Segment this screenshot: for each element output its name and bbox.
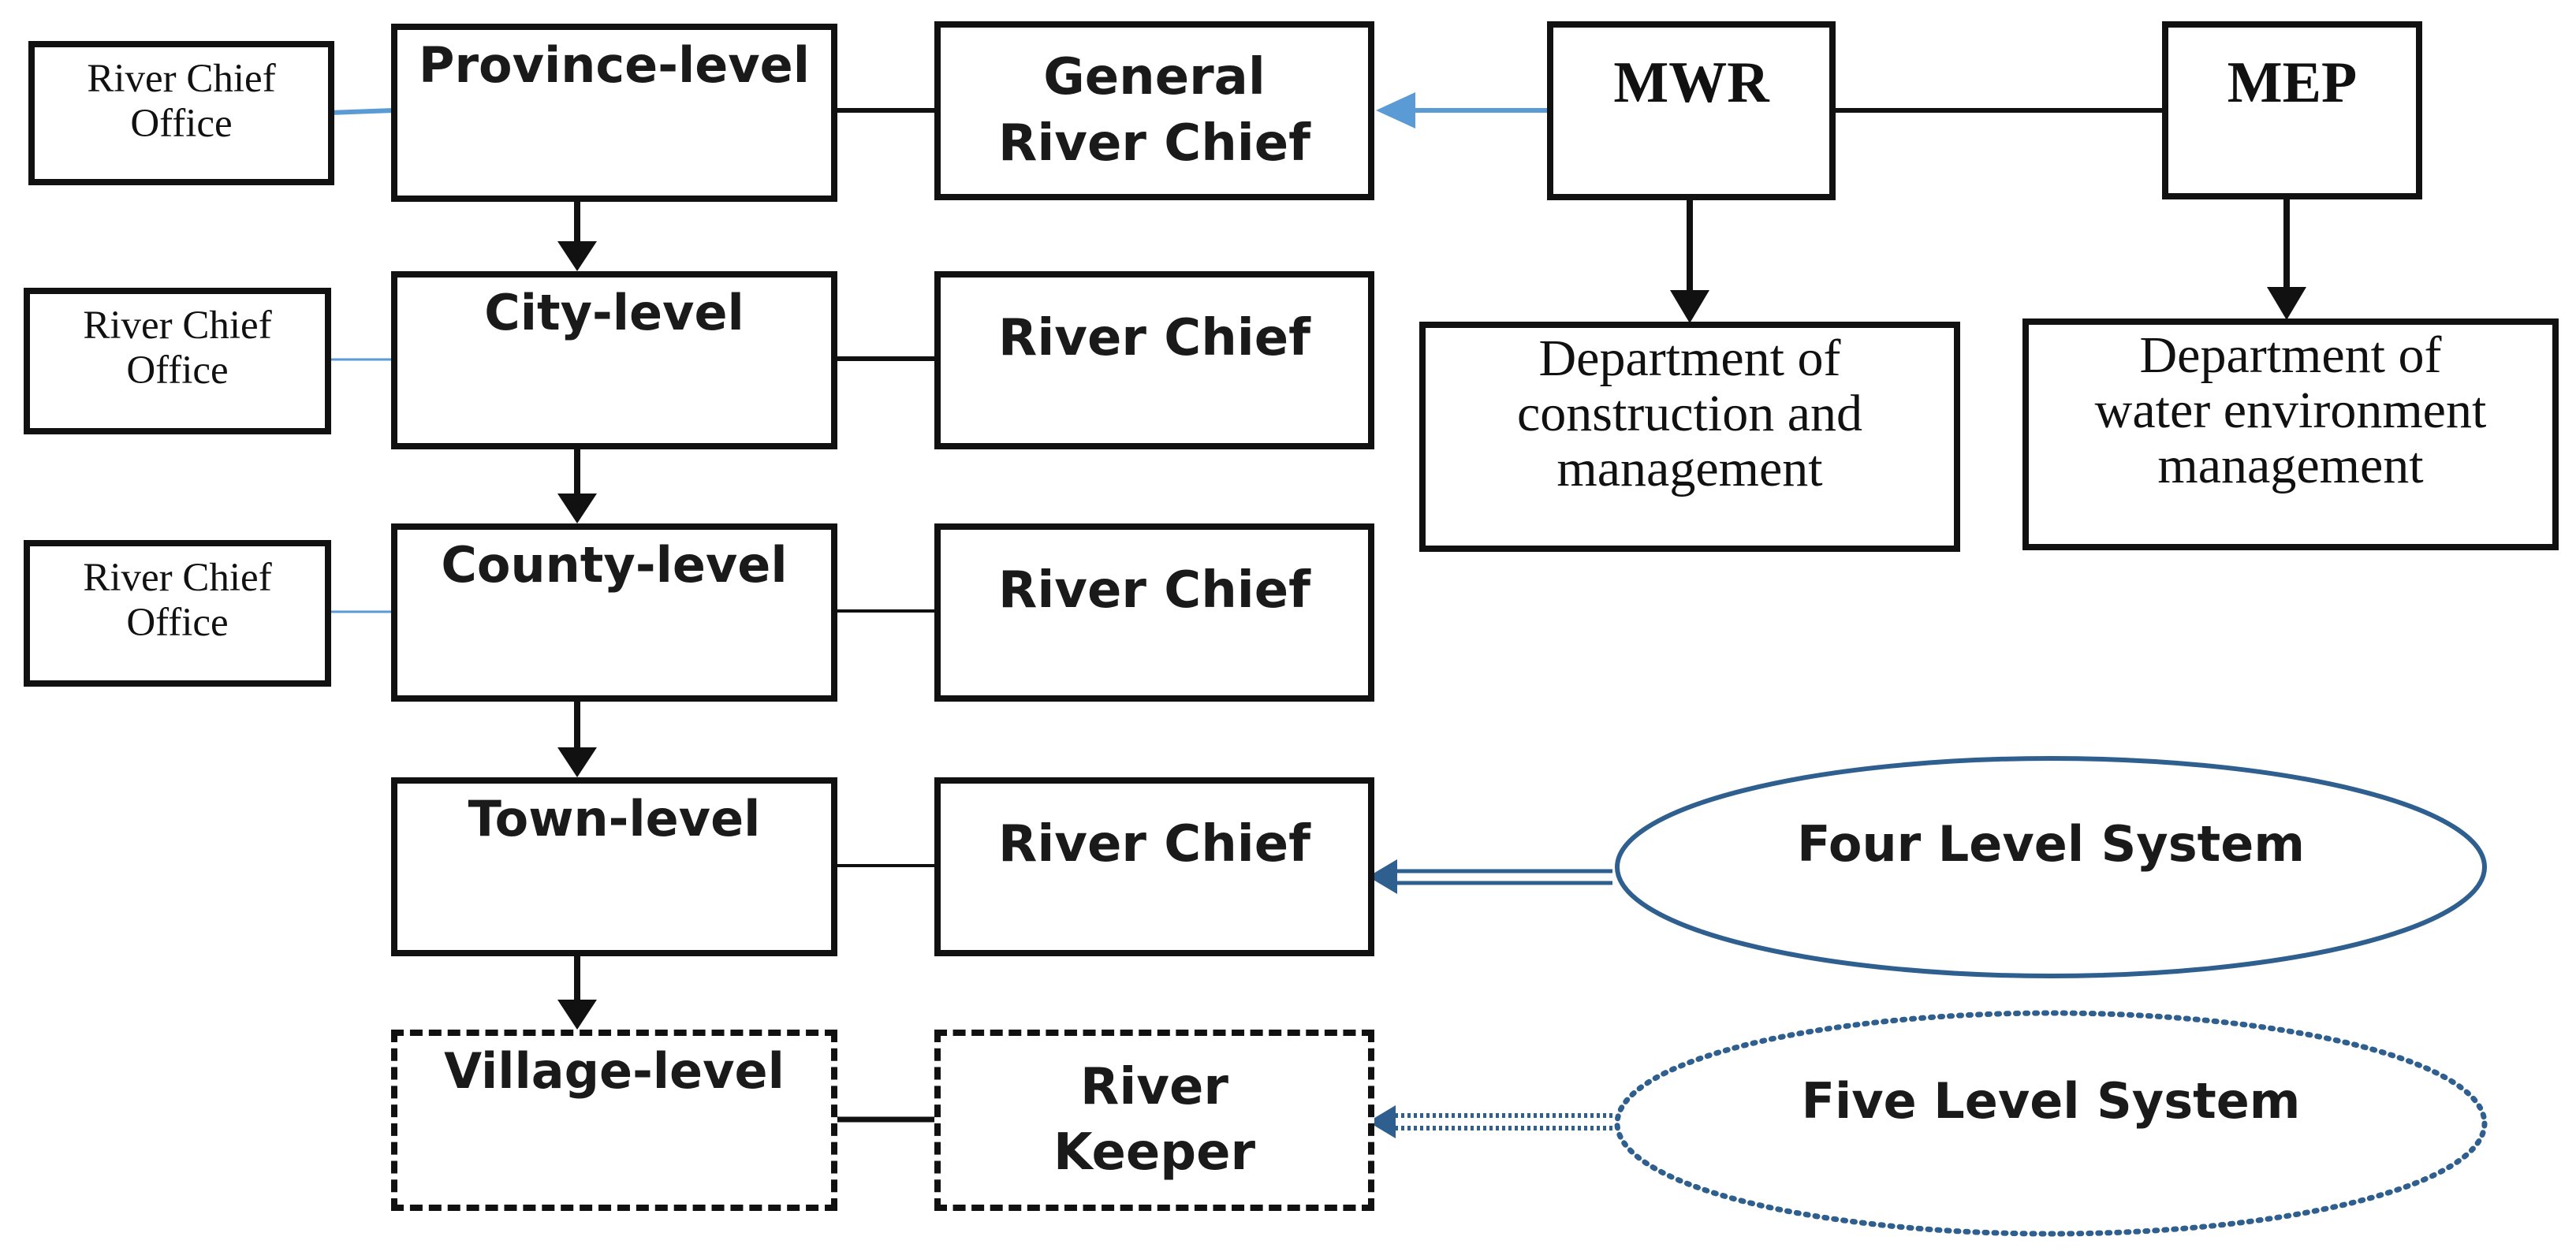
river-keeper-line2: Keeper bbox=[1053, 1123, 1256, 1182]
river-chief-office-province: River Chief Office bbox=[28, 41, 334, 185]
river-chief-office-city: River Chief Office bbox=[24, 288, 331, 434]
mwr-dept-arrowhead bbox=[1670, 290, 1709, 323]
office-label-line1: River Chief bbox=[87, 57, 276, 101]
dept-construction-line1: Department of bbox=[1538, 330, 1841, 387]
dept-water-line3: management bbox=[2157, 436, 2424, 494]
city-county-arrowhead bbox=[557, 494, 597, 523]
village-level-label: Village-level bbox=[444, 1042, 785, 1100]
four-system-ellipse bbox=[1615, 756, 2487, 978]
office-label-line1: River Chief bbox=[83, 304, 272, 348]
river-keeper-box: River Keeper bbox=[934, 1030, 1374, 1211]
city-level-box: City-level bbox=[391, 271, 837, 449]
city-level-label: City-level bbox=[484, 284, 744, 341]
river-chief-office-county: River Chief Office bbox=[24, 540, 331, 687]
county-town-arrowhead bbox=[557, 747, 597, 777]
county-river-chief-box: River Chief bbox=[934, 523, 1374, 702]
mep-label: MEP bbox=[2227, 50, 2358, 115]
province-level-box: Province-level bbox=[391, 24, 837, 202]
five-level-system-label: Five Level System bbox=[1801, 1072, 2301, 1130]
town-level-box: Town-level bbox=[391, 777, 837, 956]
mwr-box: MWR bbox=[1547, 21, 1836, 200]
river-keeper-line1: River bbox=[1080, 1057, 1228, 1116]
province-level-label: Province-level bbox=[419, 36, 810, 94]
county-chief-label: River Chief bbox=[998, 561, 1310, 620]
general-river-chief-box: General River Chief bbox=[934, 21, 1374, 200]
town-river-chief-box: River Chief bbox=[934, 777, 1374, 956]
city-river-chief-box: River Chief bbox=[934, 271, 1374, 449]
dept-construction-box: Department of construction and managemen… bbox=[1419, 322, 1960, 552]
five-system-ellipse bbox=[1614, 1010, 2488, 1237]
town-chief-label: River Chief bbox=[998, 815, 1310, 873]
general-chief-line1: General bbox=[1043, 48, 1266, 107]
county-level-box: County-level bbox=[391, 523, 837, 702]
town-village-arrowhead bbox=[557, 1000, 597, 1030]
office-label-line1: River Chief bbox=[83, 556, 272, 600]
five-system-arrowhead bbox=[1368, 1105, 1396, 1138]
county-level-label: County-level bbox=[441, 536, 788, 594]
dept-construction-line3: management bbox=[1556, 439, 1823, 497]
office-province-link bbox=[329, 108, 395, 115]
dept-water-environment-box: Department of water environment manageme… bbox=[2022, 318, 2559, 550]
office-label-line2: Office bbox=[126, 601, 229, 646]
general-chief-line2: River Chief bbox=[998, 114, 1310, 173]
village-level-box: Village-level bbox=[391, 1030, 837, 1211]
dept-construction-line2: construction and bbox=[1516, 384, 1863, 442]
dept-water-line1: Department of bbox=[2139, 326, 2442, 384]
four-system-arrowhead bbox=[1368, 859, 1397, 894]
town-level-label: Town-level bbox=[468, 790, 761, 847]
mwr-label: MWR bbox=[1613, 50, 1769, 115]
mep-box: MEP bbox=[2162, 21, 2422, 199]
four-level-system-label: Four Level System bbox=[1797, 815, 2305, 873]
dept-water-line2: water environment bbox=[2094, 381, 2487, 439]
office-label-line2: Office bbox=[126, 348, 229, 393]
province-city-arrowhead bbox=[557, 241, 597, 271]
mwr-general-arrowhead bbox=[1376, 92, 1415, 129]
office-label-line2: Office bbox=[130, 102, 233, 147]
mep-dept-arrowhead bbox=[2267, 287, 2306, 320]
city-chief-label: River Chief bbox=[998, 309, 1310, 367]
